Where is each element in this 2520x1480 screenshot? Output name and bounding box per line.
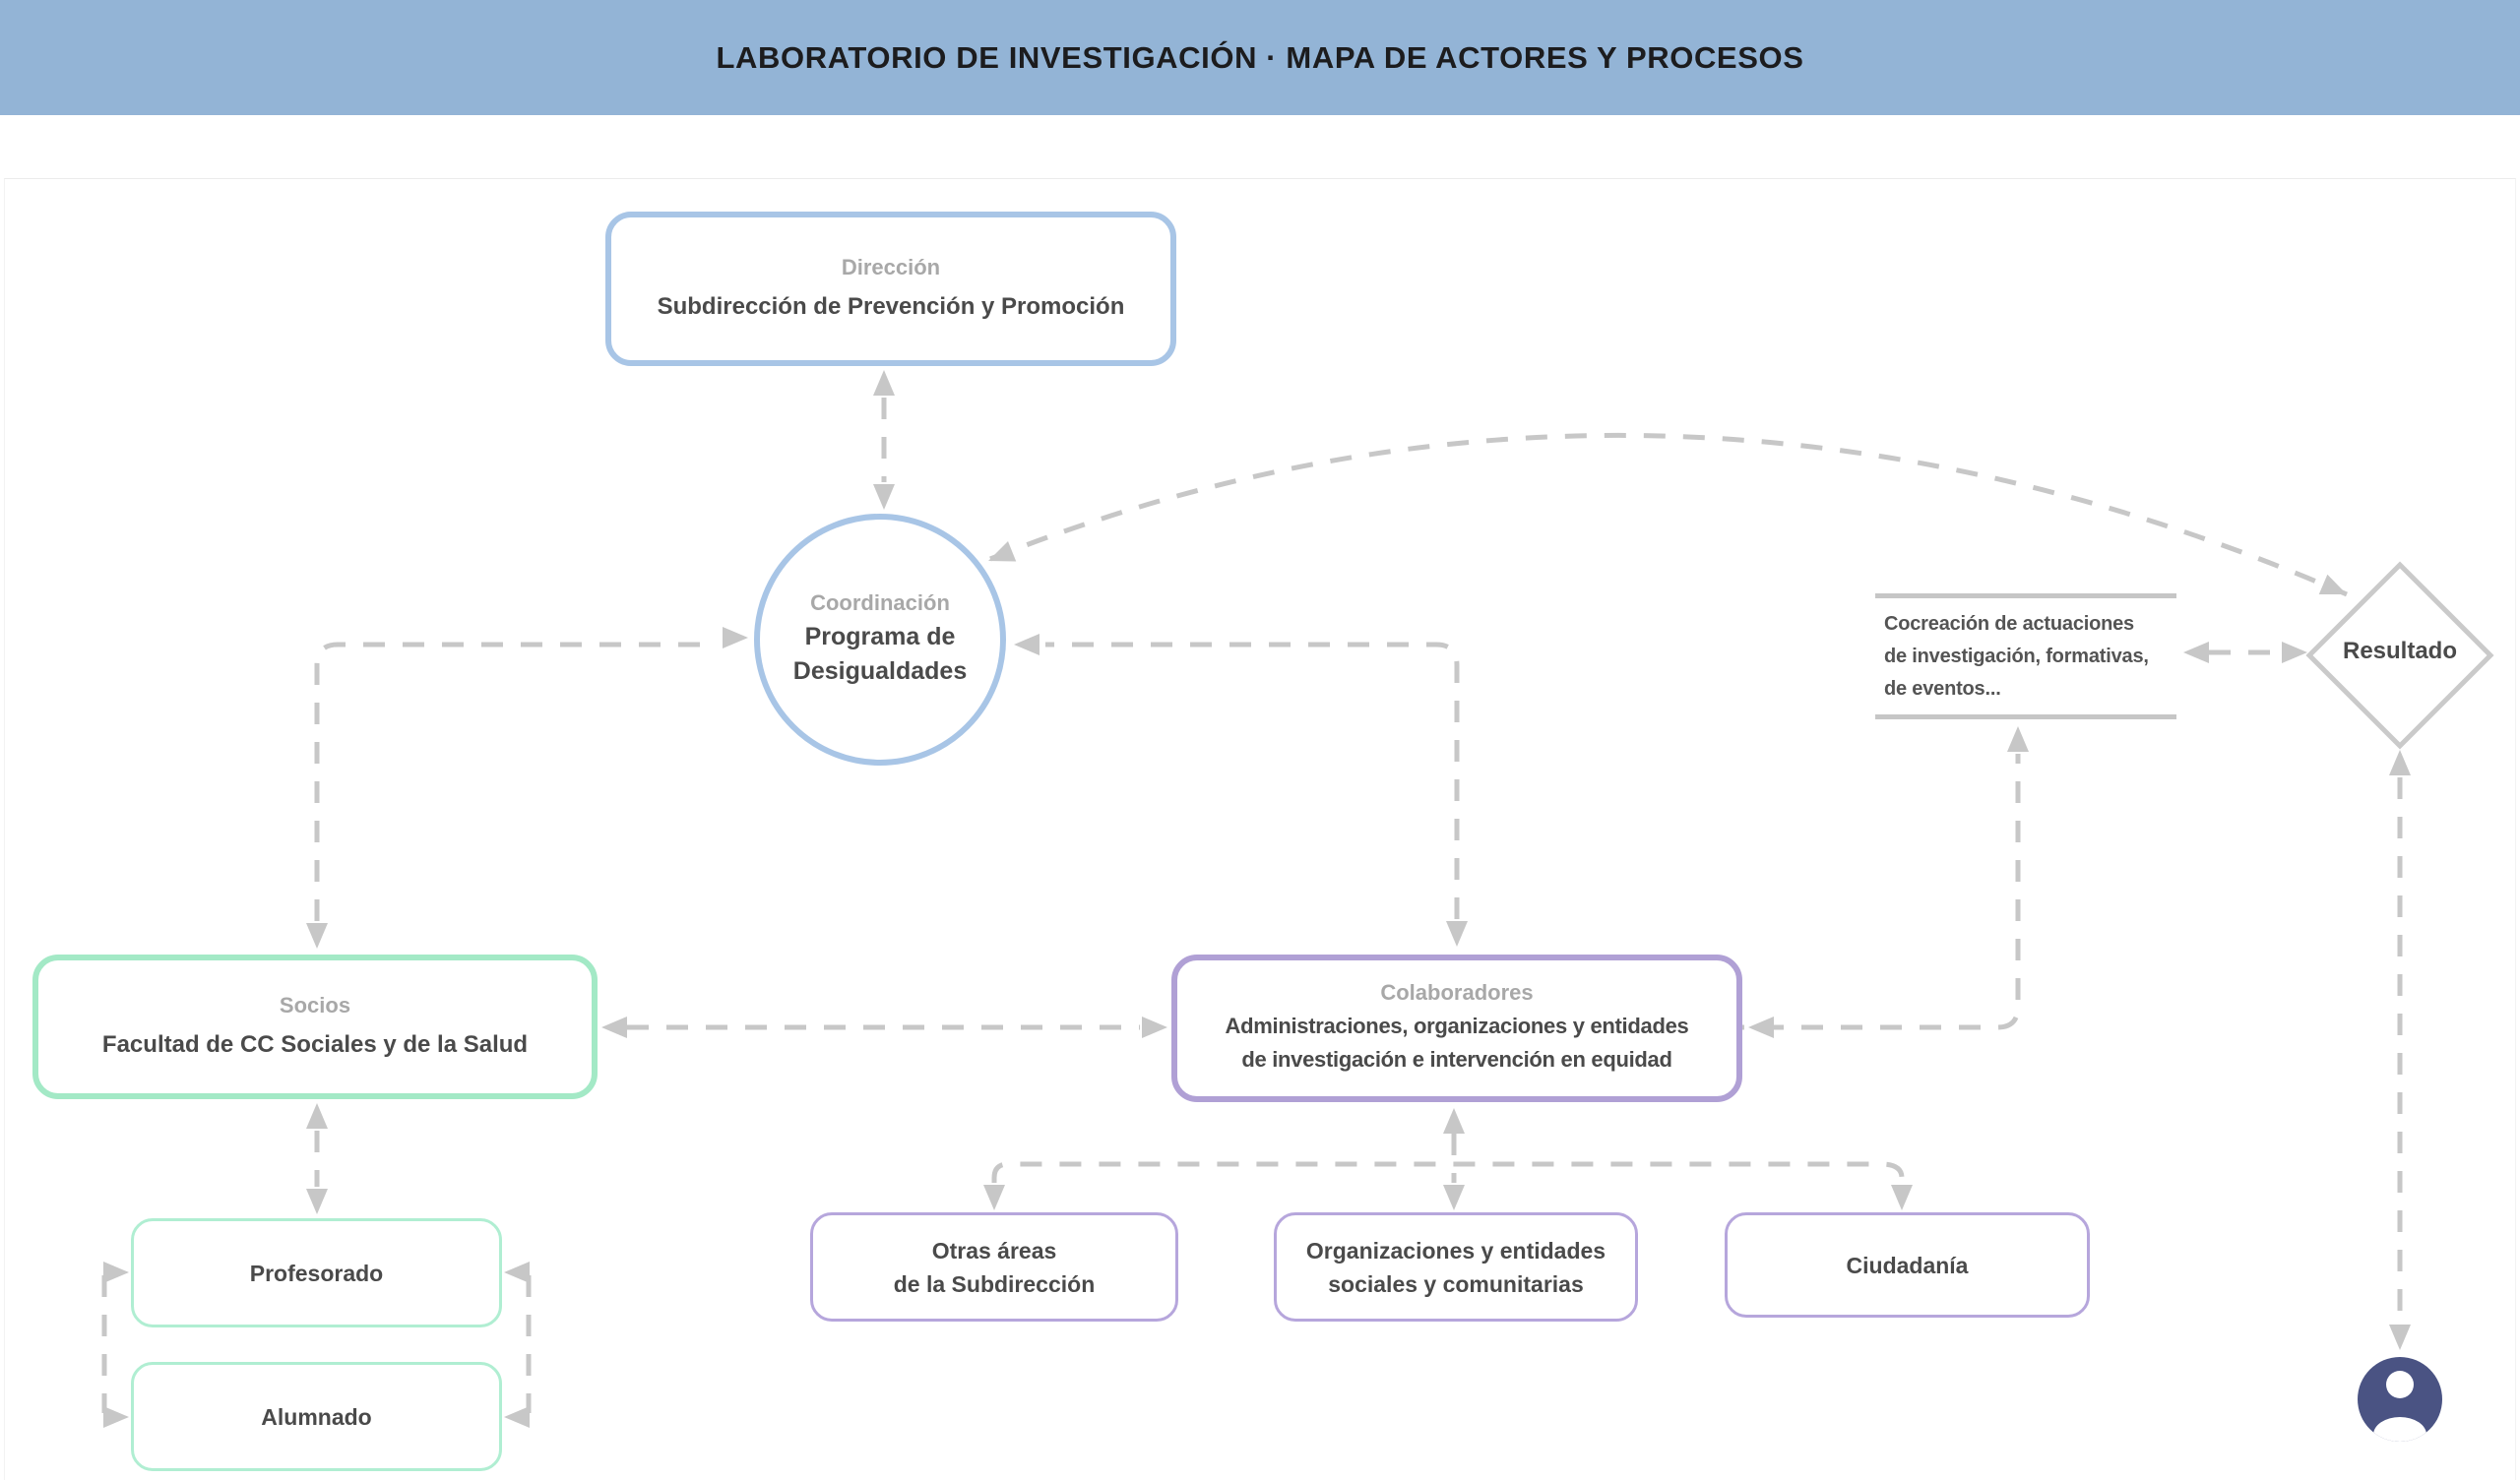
node-coordinacion-name-line1: Programa de <box>804 623 956 650</box>
node-ciudadania[interactable]: Ciudadanía <box>1725 1212 2090 1318</box>
node-otras-areas-line2: de la Subdirección <box>893 1270 1096 1297</box>
diagram-canvas <box>4 178 2516 1480</box>
node-socios-label: Socios <box>279 992 351 1018</box>
node-socios[interactable]: Socios Facultad de CC Sociales y de la S… <box>32 955 598 1099</box>
node-resultado-shape[interactable] <box>2305 561 2494 750</box>
node-colaboradores[interactable]: Colaboradores Administraciones, organiza… <box>1171 955 1742 1102</box>
node-cocreacion[interactable]: Cocreación de actuaciones de investigaci… <box>1875 593 2176 719</box>
node-coordinacion[interactable]: Coordinación Programa de Desigualdades <box>754 514 1006 766</box>
user-icon[interactable] <box>2358 1357 2442 1452</box>
connector-coordinacion-resultado-arc <box>989 432 2348 597</box>
node-profesorado[interactable]: Profesorado <box>131 1218 502 1327</box>
node-colaboradores-name-line2: de investigación e intervención en equid… <box>1241 1047 1672 1072</box>
node-direccion[interactable]: Dirección Subdirección de Prevención y P… <box>605 212 1176 366</box>
node-ciudadania-name: Ciudadanía <box>1846 1252 1969 1278</box>
page-title: LABORATORIO DE INVESTIGACIÓN · MAPA DE A… <box>716 39 1804 75</box>
node-profesorado-name: Profesorado <box>249 1260 384 1286</box>
node-alumnado-name: Alumnado <box>261 1403 372 1430</box>
node-socios-name: Facultad de CC Sociales y de la Salud <box>101 1030 529 1058</box>
connector-colaboradores-rail <box>991 1161 1905 1183</box>
arrowheads <box>103 370 2411 1428</box>
node-coordinacion-label: Coordinación <box>810 590 950 615</box>
node-resultado-name: Resultado <box>2342 638 2457 664</box>
connector-colaboradores-cocreacion <box>1723 754 2021 1030</box>
node-colaboradores-name-line1: Administraciones, organizaciones y entid… <box>1225 1014 1689 1038</box>
node-colaboradores-label: Colaboradores <box>1380 980 1534 1005</box>
connector-socios-coordinacion <box>314 642 715 921</box>
node-otras-areas[interactable]: Otras áreas de la Subdirección <box>810 1212 1178 1322</box>
node-cocreacion-line1: Cocreación de actuaciones <box>1884 612 2134 635</box>
node-direccion-name: Subdirección de Prevención y Promoción <box>657 292 1125 320</box>
title-bar: LABORATORIO DE INVESTIGACIÓN · MAPA DE A… <box>0 0 2520 115</box>
node-organizaciones[interactable]: Organizaciones y entidades sociales y co… <box>1274 1212 1638 1322</box>
node-direccion-label: Dirección <box>841 254 941 279</box>
node-otras-areas-line1: Otras áreas <box>931 1237 1057 1264</box>
node-coordinacion-name-line2: Desigualdades <box>792 657 968 685</box>
node-organizaciones-line2: sociales y comunitarias <box>1328 1270 1584 1297</box>
node-cocreacion-line2: de investigación, formativas, <box>1884 645 2149 667</box>
node-organizaciones-line1: Organizaciones y entidades <box>1305 1237 1606 1264</box>
node-alumnado[interactable]: Alumnado <box>131 1362 502 1471</box>
node-cocreacion-line3: de eventos... <box>1884 677 2001 700</box>
connector-colaboradores-coordinacion <box>1045 642 1460 919</box>
